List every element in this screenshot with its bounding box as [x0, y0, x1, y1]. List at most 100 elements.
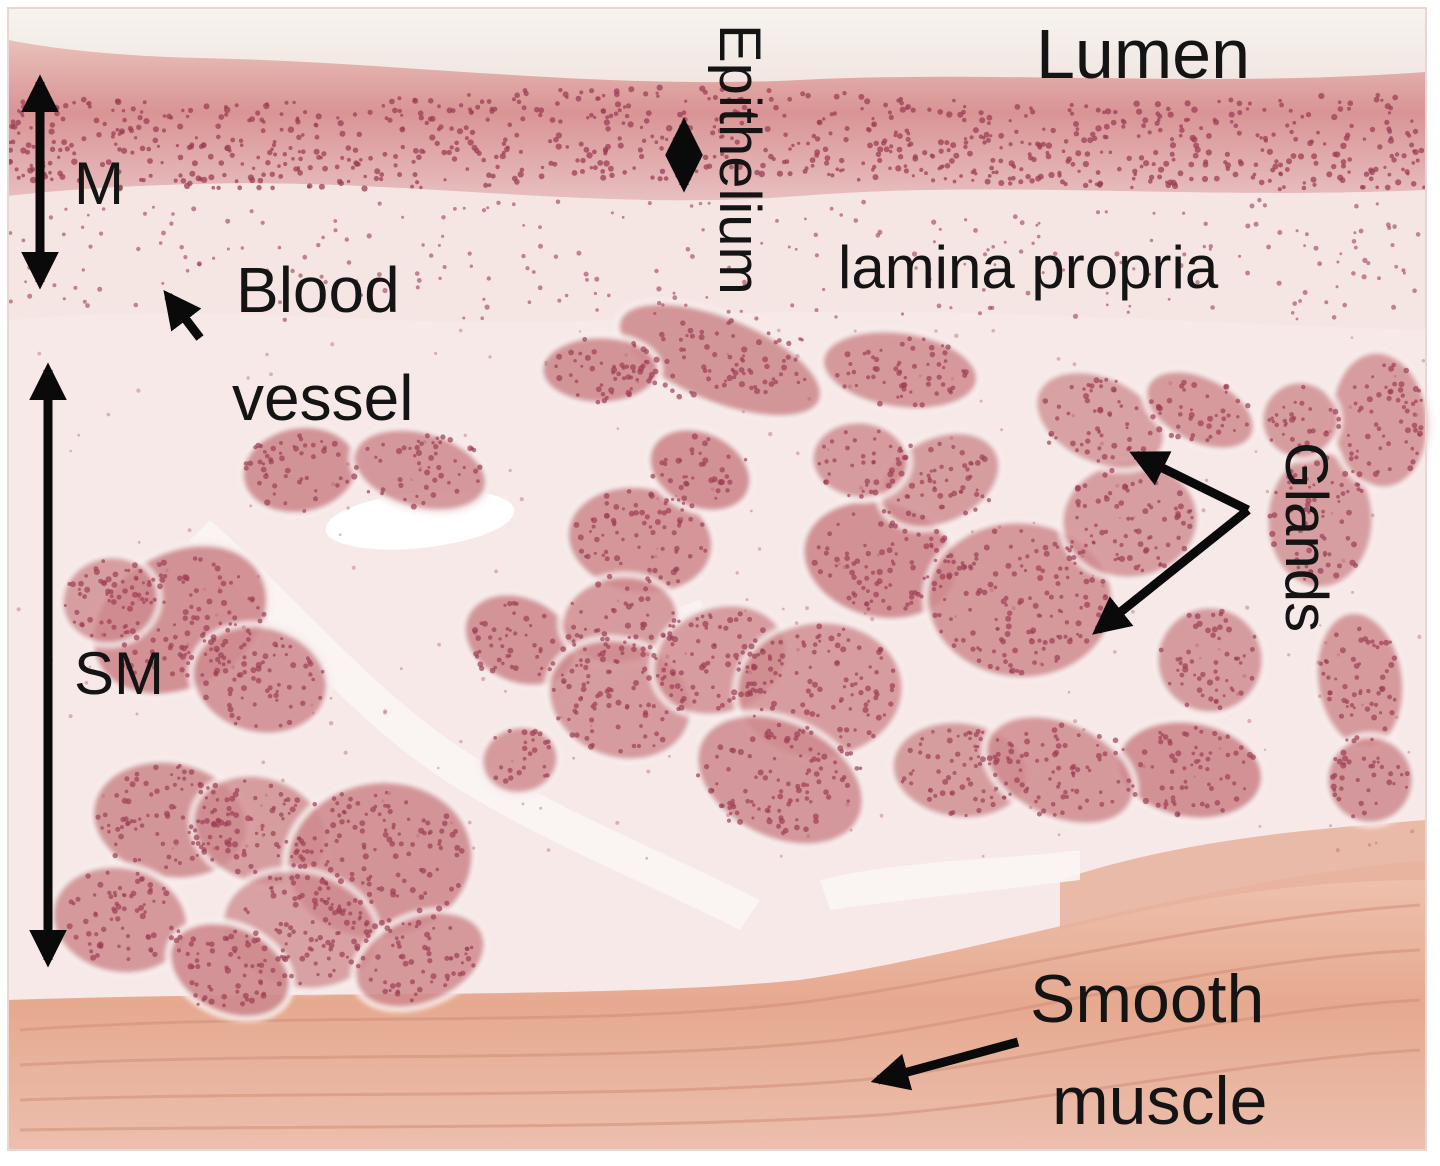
nucleus: [1376, 691, 1381, 696]
nucleus: [321, 235, 325, 240]
nucleus: [773, 340, 778, 345]
nucleus: [72, 620, 76, 624]
nucleus: [604, 556, 610, 562]
nucleus: [1364, 433, 1371, 440]
nucleus: [636, 381, 640, 384]
nucleus: [1377, 276, 1381, 281]
nucleus: [255, 442, 261, 449]
nucleus: [660, 717, 665, 722]
nucleus: [193, 588, 199, 594]
nucleus: [430, 914, 437, 920]
nucleus: [608, 165, 614, 172]
nucleus: [513, 631, 518, 636]
nucleus: [639, 153, 645, 160]
nucleus: [928, 787, 934, 793]
nucleus: [297, 150, 301, 154]
nucleus: [1060, 810, 1065, 815]
nucleus: [823, 479, 828, 484]
nucleus: [1095, 107, 1101, 113]
nucleus: [908, 594, 915, 600]
nucleus: [409, 998, 414, 1003]
nucleus: [1211, 612, 1216, 618]
nucleus: [624, 353, 628, 357]
nucleus: [749, 799, 754, 804]
nucleus: [385, 803, 391, 809]
nucleus: [251, 166, 256, 170]
nucleus: [111, 134, 115, 139]
nucleus: [114, 901, 120, 907]
mucosa-label: M: [74, 150, 124, 217]
nucleus: [231, 841, 239, 848]
nucleus: [517, 171, 524, 178]
nucleus: [301, 133, 305, 137]
nucleus: [1206, 679, 1214, 686]
nucleus: [1020, 140, 1024, 144]
nucleus: [154, 813, 160, 818]
nucleus: [932, 468, 937, 473]
nucleus: [579, 610, 583, 614]
nucleus: [166, 113, 172, 120]
nucleus: [1333, 757, 1338, 761]
nucleus: [948, 493, 953, 498]
nucleus: [1303, 465, 1307, 469]
nucleus: [612, 364, 616, 369]
nucleus: [1121, 119, 1127, 125]
nucleus: [276, 928, 283, 935]
nucleus: [621, 121, 626, 125]
nucleus: [247, 118, 252, 123]
nucleus: [896, 498, 901, 502]
nucleus: [115, 916, 121, 922]
nucleus: [766, 331, 771, 336]
nucleus: [271, 143, 277, 148]
nucleus: [441, 234, 445, 238]
nucleus: [1132, 168, 1138, 174]
nucleus: [721, 382, 727, 388]
nucleus: [794, 371, 799, 377]
nucleus: [121, 642, 128, 648]
nucleus: [1411, 422, 1418, 429]
nucleus: [150, 932, 157, 939]
nucleus: [960, 561, 965, 565]
nucleus: [147, 660, 154, 667]
nucleus: [1133, 529, 1138, 533]
nucleus: [1258, 824, 1262, 828]
nucleus: [738, 691, 744, 698]
nucleus: [1269, 438, 1274, 442]
nucleus: [390, 891, 397, 898]
nucleus: [1313, 160, 1319, 166]
nucleus: [208, 998, 215, 1005]
nucleus: [838, 699, 843, 703]
nucleus: [973, 171, 978, 176]
nucleus: [1366, 688, 1371, 694]
nucleus: [603, 642, 608, 647]
nucleus: [1069, 102, 1074, 108]
nucleus: [960, 564, 967, 571]
nucleus: [234, 179, 239, 184]
nucleus: [748, 670, 752, 675]
nucleus: [400, 144, 405, 150]
nucleus: [1204, 478, 1209, 482]
nucleus: [1054, 659, 1058, 663]
nucleus: [232, 615, 238, 621]
nucleus: [836, 522, 840, 527]
nucleus: [1238, 661, 1243, 665]
nucleus: [558, 119, 563, 124]
nucleus: [1133, 100, 1140, 107]
nucleus: [905, 136, 911, 142]
nucleus: [442, 820, 448, 827]
nucleus: [328, 942, 335, 949]
nucleus: [754, 169, 760, 176]
nucleus: [1110, 455, 1115, 460]
nucleus: [646, 769, 651, 774]
nucleus: [874, 669, 879, 675]
nucleus: [440, 434, 446, 440]
nucleus: [1025, 173, 1031, 180]
nucleus: [1246, 751, 1253, 758]
nucleus: [274, 928, 279, 932]
nucleus: [450, 108, 456, 113]
nucleus: [840, 646, 847, 653]
nucleus: [1307, 510, 1311, 515]
nucleus: [1369, 126, 1376, 133]
nucleus: [119, 825, 124, 830]
nucleus: [191, 160, 198, 167]
